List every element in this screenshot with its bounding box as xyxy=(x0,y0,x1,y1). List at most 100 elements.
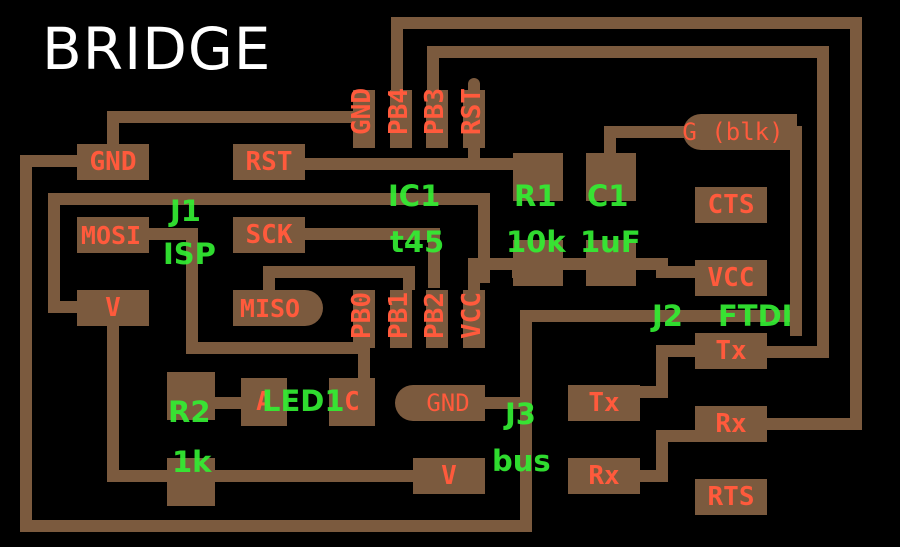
pad-bus-gnd xyxy=(395,385,485,421)
label-r1-ref: R1 xyxy=(514,179,557,213)
pad-label-ic-pb3: PB3 xyxy=(420,88,450,135)
pad-ftdi-rx xyxy=(695,406,767,442)
pad-r1-2 xyxy=(513,240,563,286)
trace xyxy=(20,155,80,167)
label-j2-ref: J2 xyxy=(652,299,683,333)
trace xyxy=(520,310,532,532)
pad-ic-pb4 xyxy=(390,90,412,148)
trace xyxy=(20,155,32,532)
label-j3-ref: J3 xyxy=(505,397,536,431)
pad-r1-1 xyxy=(513,153,563,201)
pad-label-isp-gnd: GND xyxy=(89,147,137,177)
pad-label-bus-gnd: GND xyxy=(426,389,470,417)
pad-isp-mosi xyxy=(77,217,149,253)
pad-label-ic-pb4: PB4 xyxy=(384,88,414,135)
trace xyxy=(656,430,668,482)
pad-ic-rst xyxy=(463,90,485,148)
pad-bus-v xyxy=(413,458,485,494)
pad-label-ic-pb2: PB2 xyxy=(420,292,450,339)
trace xyxy=(656,345,668,398)
pad-label-bus-v: V xyxy=(441,461,457,491)
trace xyxy=(850,17,862,160)
pad-ic-vcc xyxy=(463,290,485,348)
pad-isp-v xyxy=(77,290,149,326)
trace xyxy=(656,430,696,442)
pad-label-ic-rst: RST xyxy=(457,88,487,135)
pad-label-led-c: C xyxy=(344,387,360,417)
label-ic1-value: t45 xyxy=(390,225,445,259)
trace xyxy=(263,266,415,278)
trace xyxy=(427,46,829,58)
label-j1-value: ISP xyxy=(163,237,216,271)
pad-isp-miso xyxy=(233,290,323,326)
trace xyxy=(656,345,696,357)
pad-ic-gnd xyxy=(353,90,375,148)
trace xyxy=(107,111,365,123)
pad-bus-tx xyxy=(568,385,640,421)
pad-isp-gnd xyxy=(77,144,149,180)
trace xyxy=(850,150,862,430)
pad-label-ftdi-rts: RTS xyxy=(707,482,755,512)
trace xyxy=(107,111,119,151)
pad-label-isp-sck: SCK xyxy=(245,220,293,250)
pad-ic-pb2 xyxy=(426,290,448,348)
label-r1-value: 10k xyxy=(506,225,566,259)
pad-ftdi-rts xyxy=(695,479,767,515)
pad-ftdi-tx xyxy=(695,333,767,369)
trace xyxy=(604,126,684,138)
pad-label-isp-rst: RST xyxy=(245,147,293,177)
trace xyxy=(186,228,198,354)
trace xyxy=(300,228,440,240)
trace xyxy=(263,266,275,292)
label-c1-value: 1uF xyxy=(580,225,641,259)
board-title: BRIDGE xyxy=(42,15,272,83)
trace xyxy=(640,386,660,398)
trace xyxy=(48,193,60,313)
pad-label-isp-v: V xyxy=(105,293,121,323)
pad-c1-2 xyxy=(586,240,636,286)
pad-label-ftdi-rx: Rx xyxy=(715,409,747,439)
trace xyxy=(640,470,660,482)
trace xyxy=(186,342,370,354)
label-j3-value: bus xyxy=(492,444,551,478)
pad-label-ic-pb0: PB0 xyxy=(347,292,377,339)
trace xyxy=(391,17,862,29)
pad-bus-rx xyxy=(568,458,640,494)
pad-label-ftdi-tx: Tx xyxy=(715,336,747,366)
label-j2-value: FTDI xyxy=(718,299,793,333)
trace xyxy=(391,17,403,92)
trace xyxy=(656,266,696,278)
trace xyxy=(520,310,800,322)
pad-r2-2 xyxy=(167,458,215,506)
trace xyxy=(210,470,420,482)
pad-c1-1 xyxy=(586,153,636,201)
trace xyxy=(210,397,246,409)
label-r2-ref: R2 xyxy=(168,395,211,429)
trace xyxy=(468,258,480,298)
trace xyxy=(817,46,829,358)
pad-label-ic-vcc: VCC xyxy=(457,292,487,339)
pad-label-led-a: A xyxy=(256,387,272,417)
trace xyxy=(790,126,802,336)
trace xyxy=(48,301,80,313)
pad-label-ic-pb1: PB1 xyxy=(384,292,414,339)
pad-label-bus-rx: Rx xyxy=(588,461,620,491)
pad-isp-rst xyxy=(233,144,305,180)
pad-label-isp-mosi: MOSI xyxy=(80,220,142,250)
trace xyxy=(428,228,440,288)
trace xyxy=(48,193,490,205)
pad-led-c xyxy=(329,378,375,426)
pad-ftdi-g xyxy=(683,114,797,150)
trace xyxy=(148,228,198,240)
pad-ic-pb1 xyxy=(390,290,412,348)
trace xyxy=(765,346,829,358)
pad-ic-pb3 xyxy=(426,90,448,148)
trace xyxy=(107,322,119,482)
pad-ftdi-cts xyxy=(695,187,767,223)
trace xyxy=(403,266,415,290)
trace xyxy=(358,342,370,382)
trace xyxy=(478,258,668,270)
pad-label-ftdi-cts: CTS xyxy=(707,190,755,220)
pad-label-ftdi-g: G (blk) xyxy=(682,118,784,146)
